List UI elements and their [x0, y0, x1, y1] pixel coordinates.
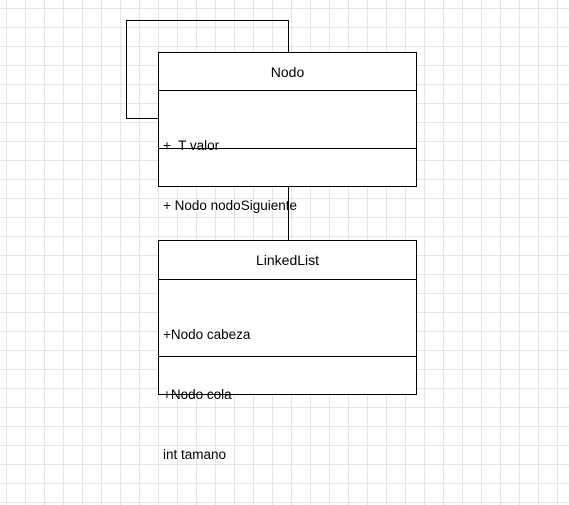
attribute-cola[interactable]: +Nodo cola — [163, 387, 232, 402]
connectors-layer — [126, 20, 289, 240]
attribute-cabeza[interactable]: +Nodo cabeza — [163, 327, 251, 342]
class-attributes-nodo[interactable]: + T valor + Nodo nodoSiguiente — [159, 91, 416, 213]
class-name-nodo[interactable]: Nodo — [159, 53, 416, 91]
class-attributes-linkedlist[interactable]: +Nodo cabeza +Nodo cola int tamano — [159, 280, 416, 462]
class-linkedlist[interactable]: LinkedList +Nodo cabeza +Nodo cola int t… — [158, 240, 417, 462]
class-nodo[interactable]: Nodo + T valor + Nodo nodoSiguiente — [158, 52, 417, 213]
attribute-tamano[interactable]: int tamano — [163, 447, 227, 462]
class-name-linkedlist[interactable]: LinkedList — [159, 241, 416, 280]
diagram-canvas: Nodo + T valor + Nodo nodoSiguiente Link… — [126, 20, 417, 462]
self-association-connector[interactable] — [126, 20, 289, 119]
attribute-nodo-siguiente[interactable]: + Nodo nodoSiguiente — [163, 198, 297, 213]
attribute-valor[interactable]: + T valor — [163, 138, 220, 153]
